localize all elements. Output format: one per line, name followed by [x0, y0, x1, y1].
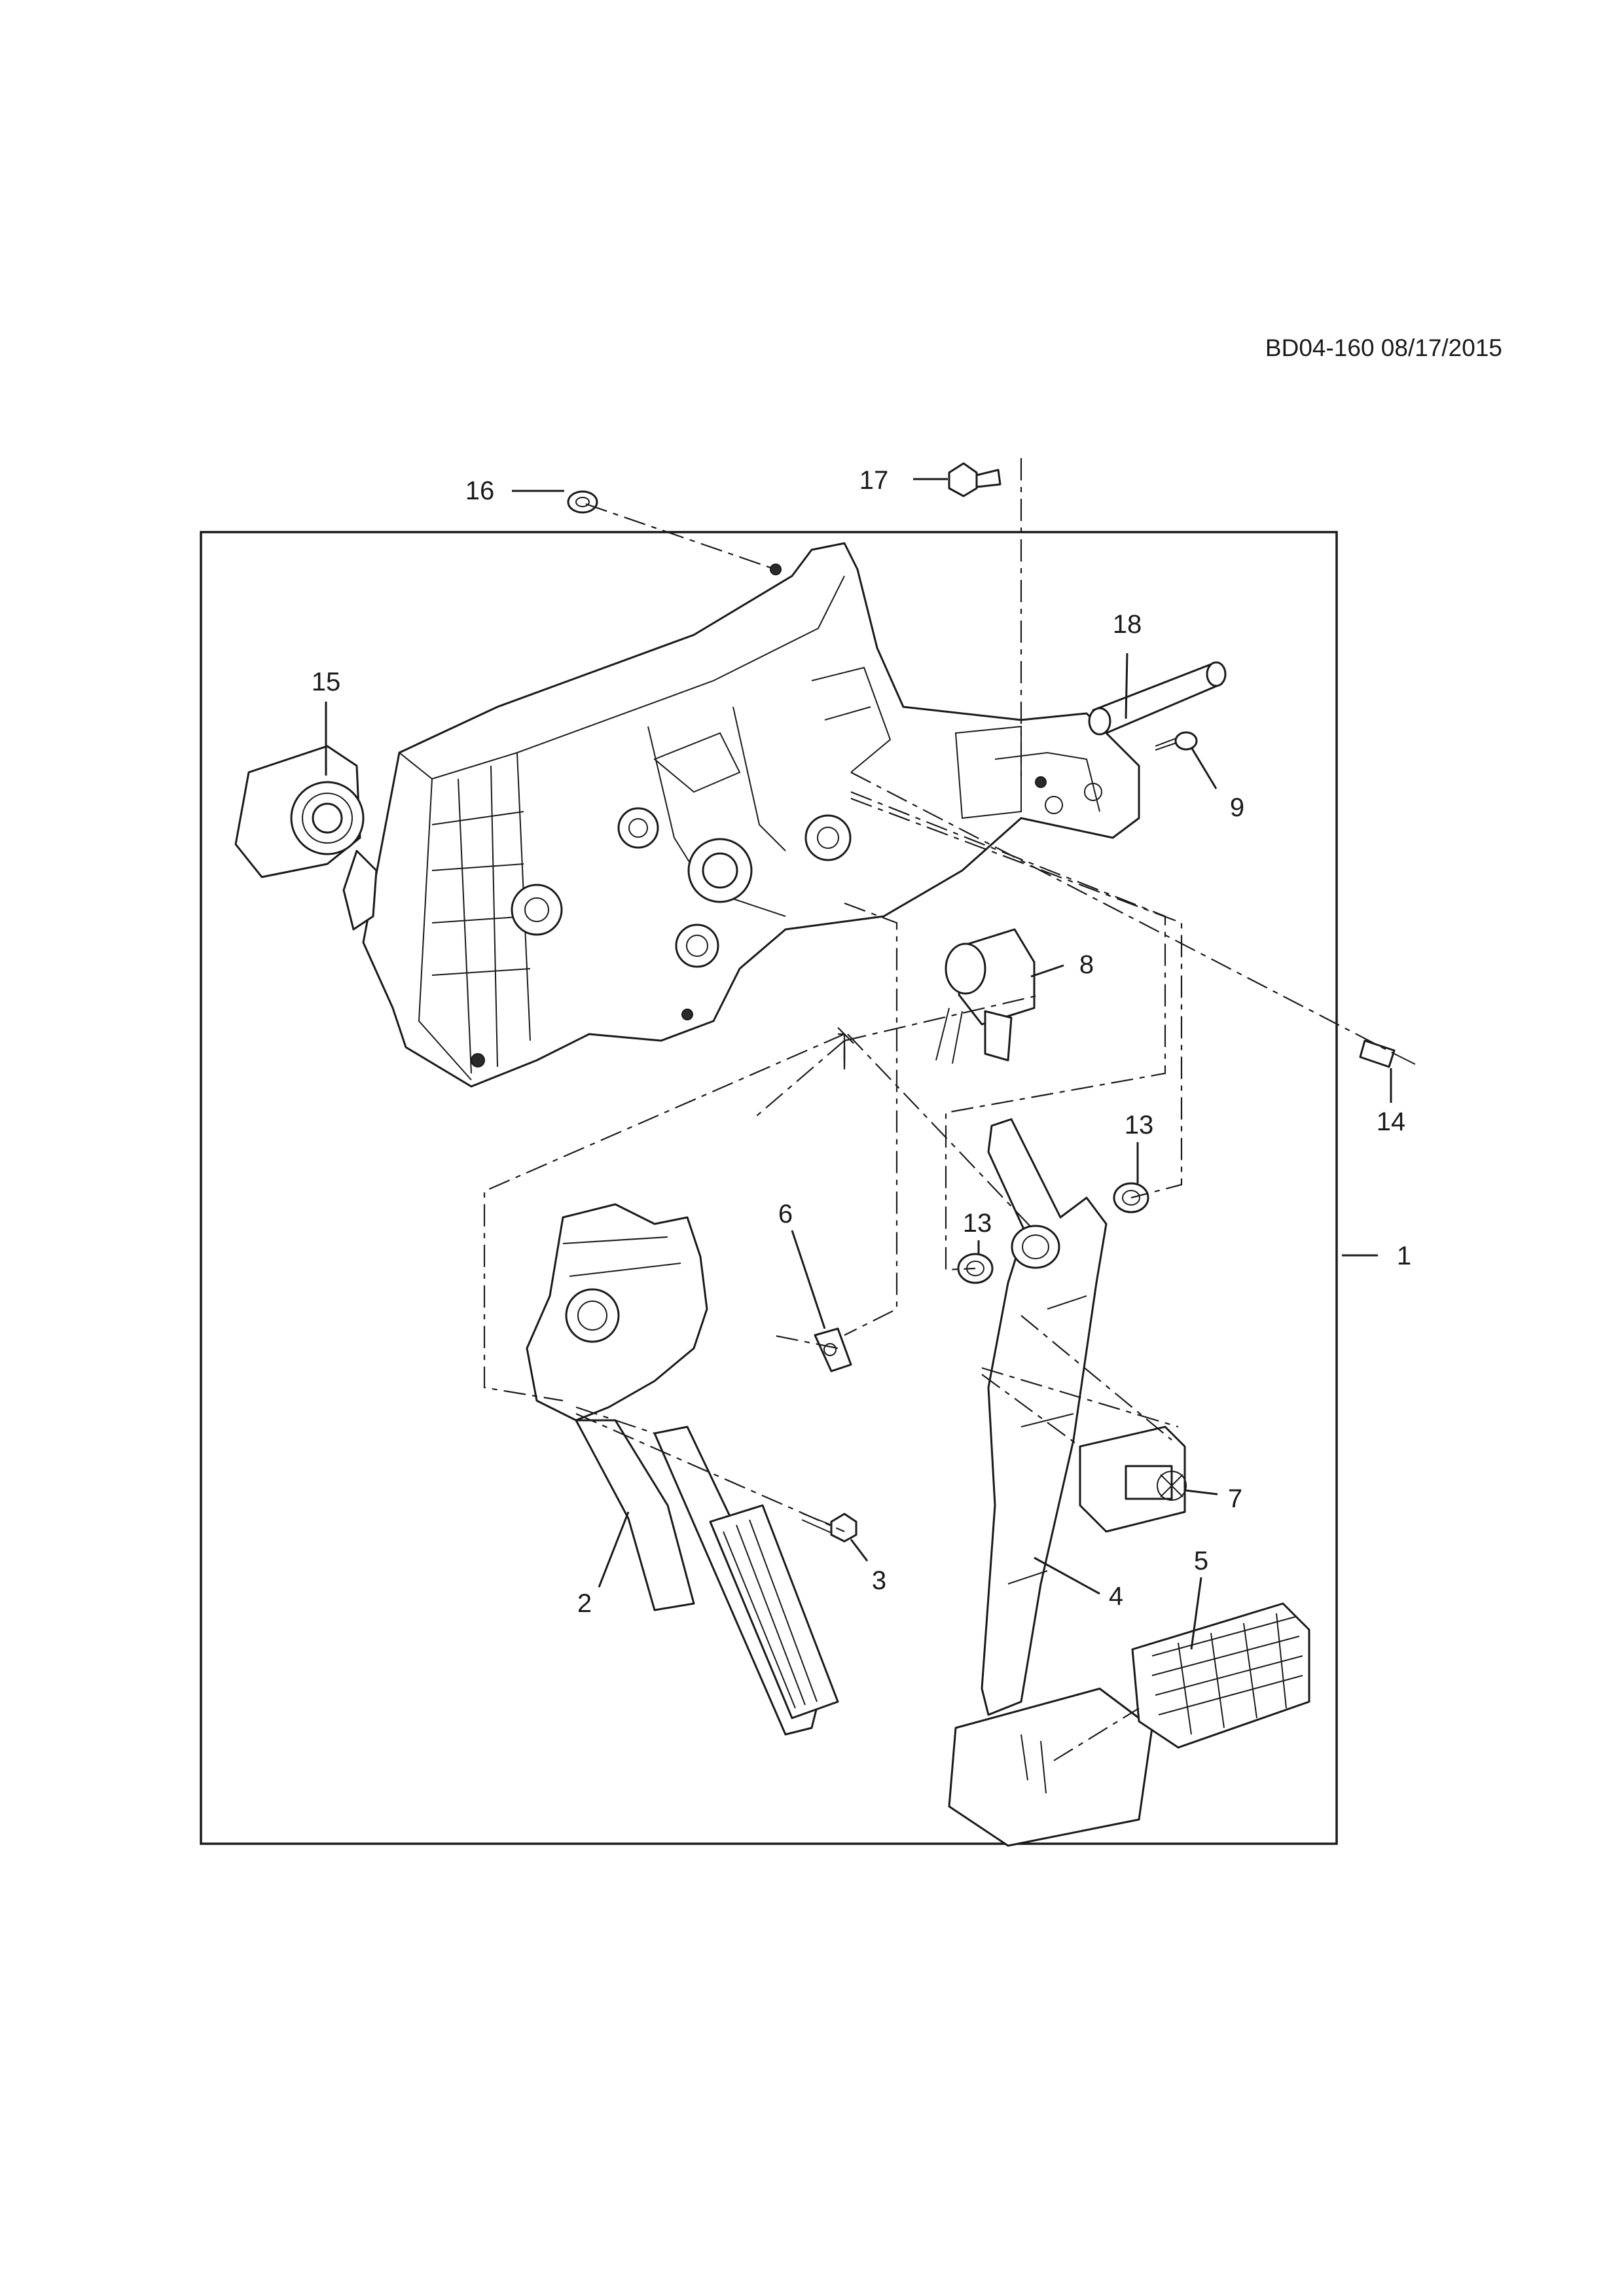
part-16-nut: [567, 490, 598, 514]
part-2-accelerator-pedal: [526, 1203, 839, 1736]
pedal-bracket: [362, 542, 1140, 1088]
part-3-screw: [801, 1513, 857, 1543]
part-6-clip: [814, 1327, 852, 1372]
part-4-brake-pedal-arm: [948, 1118, 1153, 1847]
callout-14: 14: [1377, 1107, 1406, 1136]
assembly-frame: [200, 531, 1338, 1845]
callout-13-right: 13: [1125, 1111, 1154, 1139]
callout-7: 7: [1228, 1484, 1242, 1513]
callout-17: 17: [859, 466, 889, 495]
assembly-dashed-lines: [483, 458, 1395, 1761]
part-8-switch: [935, 928, 1036, 1064]
callout-1: 1: [1397, 1242, 1411, 1270]
callout-13-left: 13: [963, 1209, 992, 1238]
part-7-stop-lamp-switch: [1079, 1426, 1187, 1533]
document-code: BD04-160 08/17/2015: [1265, 334, 1502, 361]
callout-4: 4: [1109, 1582, 1123, 1611]
callout-6: 6: [778, 1200, 793, 1229]
callout-16: 16: [465, 476, 495, 505]
part-9-screw: [1155, 731, 1198, 751]
part-18-pivot-shaft: [1088, 661, 1227, 736]
callout-9: 9: [1230, 793, 1244, 822]
callout-8: 8: [1079, 950, 1094, 979]
part-15-actuator: [234, 745, 378, 931]
part-17-bolt: [948, 462, 1001, 497]
callout-15: 15: [312, 668, 341, 696]
callout-18: 18: [1113, 610, 1142, 639]
callout-3: 3: [872, 1566, 886, 1595]
part-5-brake-pedal-pad: [1131, 1602, 1310, 1749]
callout-5: 5: [1194, 1547, 1208, 1575]
leader-lines: [325, 478, 1392, 1650]
callout-labels: 1 2 3 4 5 6 7 8 9 13 13 14 15 16 17 18: [312, 466, 1411, 1618]
part-14-pin: [1359, 1039, 1416, 1068]
callout-2: 2: [577, 1589, 592, 1618]
